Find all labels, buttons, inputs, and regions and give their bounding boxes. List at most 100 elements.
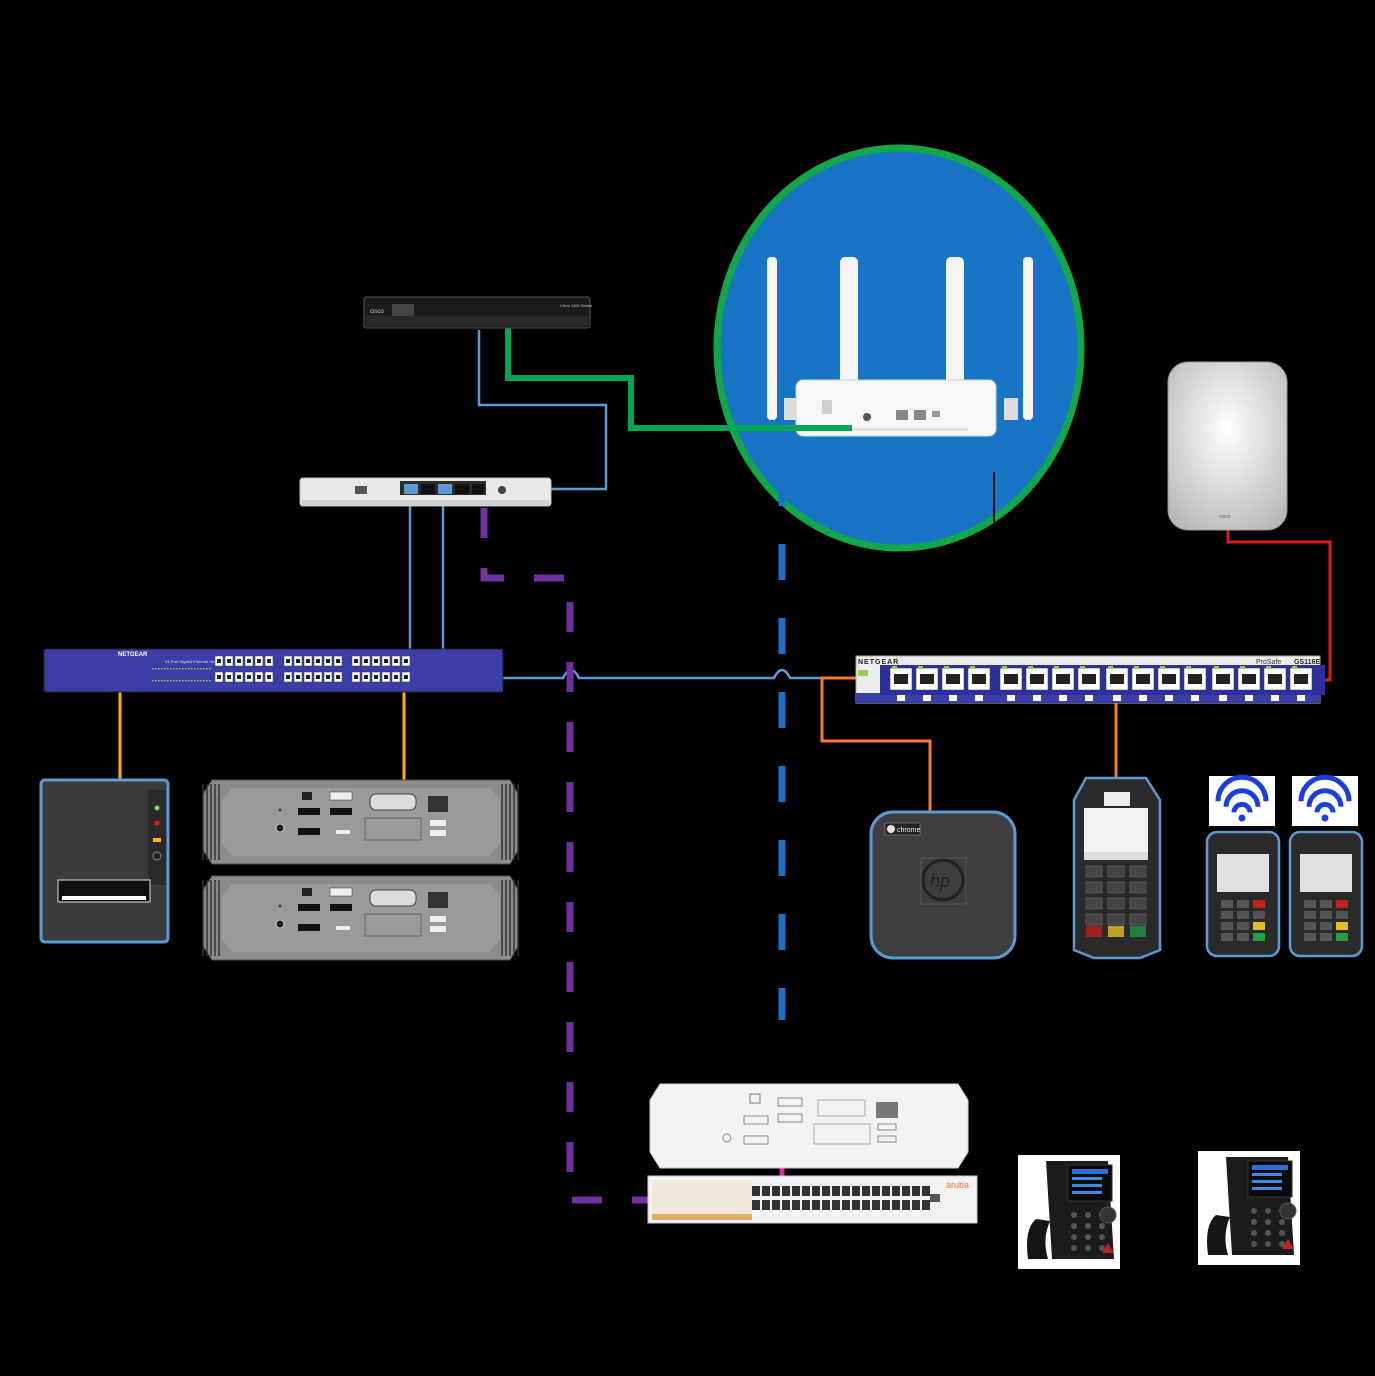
- keypad-key: [1129, 897, 1147, 910]
- security-appliance[interactable]: [299, 477, 552, 507]
- wifi-icon: [1306, 788, 1344, 807]
- keypad-key: [1085, 897, 1103, 910]
- switch-port: [792, 1200, 800, 1210]
- keypad-key: [1253, 911, 1265, 919]
- switch-port: [892, 1200, 900, 1210]
- switch-port: [772, 1200, 780, 1210]
- links: [118, 328, 1332, 1204]
- wifi-icon: [1298, 774, 1352, 802]
- switch-port: [862, 1186, 870, 1196]
- chromebox[interactable]: chrome hp: [869, 810, 1017, 960]
- switch-port: [802, 1200, 810, 1210]
- receipt-printer[interactable]: [39, 778, 170, 944]
- keypad-key: [1253, 900, 1265, 908]
- keypad-key: [1221, 900, 1233, 908]
- right-switch[interactable]: NETGEAR ProSafe GS116E: [855, 655, 1325, 704]
- access-point-icon: [1167, 361, 1288, 531]
- switch-port: [772, 1186, 780, 1196]
- left-switch[interactable]: NETGEAR 24-Port Gigabit Ethernet Switch: [43, 648, 504, 693]
- wifi-icon: [1231, 801, 1253, 813]
- server-icon: [649, 1083, 969, 1169]
- keypad-key: [1304, 911, 1316, 919]
- power-button: [302, 888, 312, 896]
- keypad-key: [1320, 933, 1332, 941]
- right-switch-ports: [889, 666, 1313, 701]
- cisco-model: Cisco 1100 Series: [560, 303, 592, 308]
- aruba-switch[interactable]: aruba: [647, 1175, 978, 1224]
- wireless-bubble: [713, 144, 1085, 552]
- keypad-key: [1221, 911, 1233, 919]
- hp-logo: hp: [930, 871, 950, 891]
- switch-port: [762, 1186, 770, 1196]
- cisco-router[interactable]: cisco Cisco 1100 Series: [363, 296, 592, 329]
- access-point[interactable]: cisco: [1167, 361, 1288, 531]
- ethernet-port: [428, 796, 448, 812]
- mini-pc-b[interactable]: [202, 875, 519, 961]
- switch-port: [902, 1200, 910, 1210]
- switch-port: [782, 1186, 790, 1196]
- keypad-key: [1320, 911, 1332, 919]
- voip-phone-a[interactable]: [1018, 1155, 1120, 1269]
- right-switch-series: ProSafe: [1256, 659, 1281, 666]
- aruba-brand: aruba: [946, 1180, 969, 1190]
- aruba-ports: [752, 1186, 940, 1210]
- keypad-key: [1107, 913, 1125, 926]
- keypad-key: [1304, 900, 1316, 908]
- wireless-terminal-a[interactable]: [1205, 774, 1281, 958]
- switch-port: [812, 1200, 820, 1210]
- switch-port: [842, 1186, 850, 1196]
- ethernet-port: [428, 892, 448, 908]
- left-switch-ports: [152, 655, 411, 683]
- switch-port: [822, 1200, 830, 1210]
- link-cisco-meraki: [477, 330, 608, 491]
- right-switch-brand: NETGEAR: [858, 659, 899, 666]
- terminal-screen: [1084, 808, 1148, 852]
- switch-port: [832, 1186, 840, 1196]
- switch-port: [862, 1200, 870, 1210]
- switch-port: [882, 1200, 890, 1210]
- wireless-router[interactable]: [713, 144, 1085, 552]
- switch-port: [802, 1186, 810, 1196]
- keypad-key: [1129, 865, 1147, 878]
- chrome-badge: chrome: [897, 827, 920, 834]
- switch-port: [822, 1186, 830, 1196]
- keypad-key: [1221, 922, 1233, 930]
- pin-pad[interactable]: [1072, 776, 1162, 960]
- keypad-key: [1107, 897, 1125, 910]
- keypad-key: [1107, 881, 1125, 894]
- wifi-icon: [1314, 801, 1336, 813]
- switch-icon: [43, 648, 504, 693]
- server[interactable]: [649, 1083, 969, 1169]
- voip-phone-b[interactable]: [1198, 1151, 1300, 1265]
- keypad-key: [1336, 911, 1348, 919]
- mini-pc-a[interactable]: [202, 779, 519, 865]
- switch-port: [842, 1200, 850, 1210]
- keypad-key: [1336, 900, 1348, 908]
- appliance-ports: [400, 481, 486, 495]
- terminal-screen: [1217, 854, 1269, 892]
- switch-port: [872, 1200, 880, 1210]
- keypad-key: [1237, 933, 1249, 941]
- switch-port: [852, 1186, 860, 1196]
- keypad-key: [1304, 933, 1316, 941]
- switch-port: [892, 1186, 900, 1196]
- switch-port: [812, 1186, 820, 1196]
- wireless-terminal-b[interactable]: [1288, 774, 1364, 958]
- link-meraki-aruba: [480, 508, 648, 1204]
- keypad-key: [1107, 865, 1125, 878]
- left-switch-brand: NETGEAR: [118, 652, 148, 658]
- voip-phone-icon: [1027, 1219, 1050, 1259]
- wireless-router-icon: [767, 257, 1033, 437]
- switch-port: [752, 1200, 760, 1210]
- keypad-key: [1085, 865, 1103, 878]
- cisco-brand: cisco: [370, 309, 384, 315]
- keypad-key: [1129, 881, 1147, 894]
- keypad-key: [1237, 900, 1249, 908]
- switch-port: [832, 1200, 840, 1210]
- serial-port: [369, 889, 417, 907]
- keypad-key: [1237, 922, 1249, 930]
- switch-port: [902, 1186, 910, 1196]
- keypad-key: [1085, 881, 1103, 894]
- voip-phone-icon: [1207, 1215, 1230, 1255]
